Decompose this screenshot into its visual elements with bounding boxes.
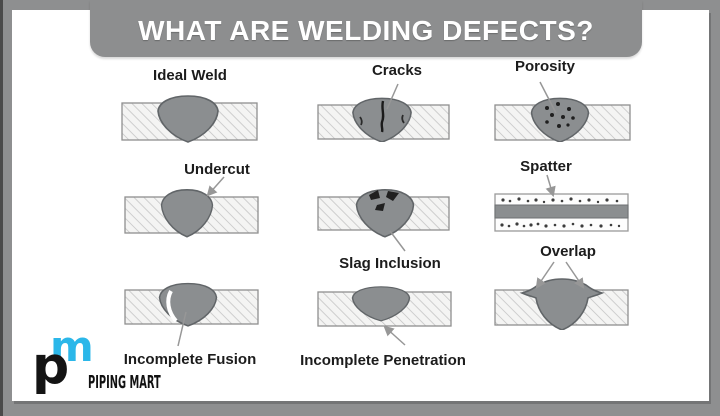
- leader-arrow-left: [535, 261, 555, 289]
- page-title: WHAT ARE WELDING DEFECTS?: [138, 14, 594, 46]
- logo-p-glyph: p: [32, 336, 70, 396]
- label-incomplete-penetration: Incomplete Penetration: [300, 352, 466, 369]
- leader-line: [389, 230, 406, 252]
- leader-line: [177, 311, 187, 347]
- cracks-illustration: [317, 83, 450, 142]
- leader-line: [539, 81, 557, 114]
- crack-marks: [359, 100, 405, 133]
- frame-edge: [0, 0, 3, 416]
- label-slag-inclusion: Slag Inclusion: [339, 255, 441, 272]
- brand-name: PIPING MART: [88, 372, 161, 393]
- undercut-illustration: [124, 176, 259, 238]
- slag-inclusion-illustration: [317, 189, 450, 252]
- leader-arrow-right: [565, 261, 585, 289]
- spatter-dots: [500, 197, 621, 228]
- label-ideal-weld: Ideal Weld: [153, 67, 227, 84]
- leader-arrow: [206, 176, 225, 197]
- pipingmart-logo: m p PIPING MART: [30, 326, 220, 400]
- label-porosity: Porosity: [514, 58, 575, 75]
- logo-m-glyph: m: [50, 322, 94, 371]
- spatter-illustration: [494, 174, 629, 232]
- label-spatter: Spatter: [520, 158, 572, 175]
- label-undercut: Undercut: [184, 161, 250, 178]
- slag-particles: [369, 190, 399, 211]
- ideal-weld-illustration: [121, 95, 258, 143]
- title-banner: WHAT ARE WELDING DEFECTS?: [90, 0, 642, 57]
- incomplete-fusion-illustration: [124, 282, 259, 347]
- incomplete-penetration-illustration: [317, 286, 452, 346]
- label-incomplete-fusion: Incomplete Fusion: [123, 351, 257, 368]
- overlap-illustration: [494, 261, 629, 330]
- weld-seam-band: [494, 204, 629, 219]
- leader-arrow: [383, 325, 406, 346]
- leader-arrow: [545, 174, 556, 198]
- fusion-gap: [166, 290, 178, 323]
- porosity-illustration: [494, 81, 631, 142]
- label-cracks: Cracks: [371, 62, 423, 79]
- label-overlap: Overlap: [540, 243, 596, 260]
- leader-line: [386, 83, 399, 110]
- pores: [545, 102, 575, 128]
